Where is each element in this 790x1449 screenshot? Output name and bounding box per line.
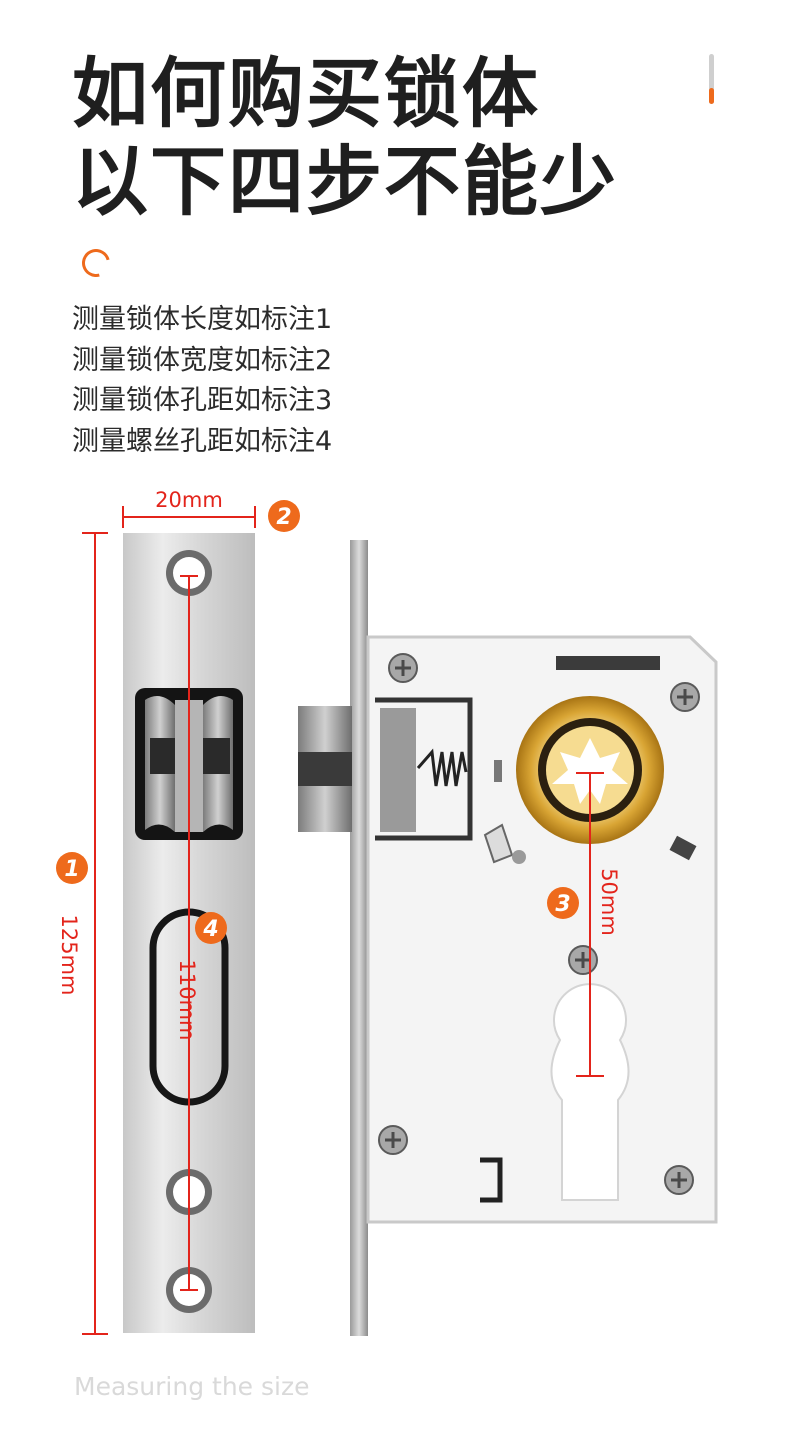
- measurement-steps-list: 测量锁体长度如标注1 测量锁体宽度如标注2 测量锁体孔距如标注3 测量螺丝孔距如…: [72, 300, 332, 462]
- scroll-indicator-thumb: [709, 88, 714, 104]
- step-item-3: 测量锁体孔距如标注3: [72, 385, 333, 416]
- step-item-1: 测量锁体长度如标注1: [72, 304, 333, 335]
- title-line-2: 以下四步不能少: [72, 137, 618, 226]
- lock-body-diagram: 20mm 125mm 110mm 50mm 2 1 4 3: [56, 488, 718, 1336]
- footer-caption: Measuring the size: [74, 1372, 310, 1401]
- marker-4-number: 4: [202, 917, 218, 942]
- case-screw: [664, 1165, 694, 1195]
- marker-2: 2: [268, 500, 300, 532]
- marker-3-number: 3: [555, 892, 570, 917]
- loading-ring-icon: [76, 243, 116, 283]
- title-line-1: 如何购买锁体: [72, 49, 540, 138]
- case-screw: [670, 682, 700, 712]
- scroll-indicator-icon: [709, 54, 714, 104]
- case-screw: [388, 653, 418, 683]
- case-screw: [378, 1125, 408, 1155]
- marker-4: 4: [195, 912, 227, 944]
- side-faceplate-edge: [350, 540, 368, 1336]
- marker-2-number: 2: [276, 505, 291, 530]
- case-screw: [568, 945, 598, 975]
- lock-case: [298, 540, 718, 1336]
- step-item-2: 测量锁体宽度如标注2: [72, 344, 333, 376]
- marker-3: 3: [547, 887, 579, 919]
- length-label: 125mm: [57, 915, 81, 996]
- spring: [416, 748, 468, 787]
- step-item-4: 测量螺丝孔距如标注4: [72, 425, 333, 457]
- marker-1-number: 1: [64, 857, 79, 882]
- width-label: 20mm: [155, 488, 223, 512]
- marker-1: 1: [56, 852, 88, 884]
- hole-distance-label: 50mm: [597, 868, 621, 936]
- screw-distance-label: 110mm: [175, 960, 199, 1041]
- cylinder-cutout: [550, 983, 630, 1201]
